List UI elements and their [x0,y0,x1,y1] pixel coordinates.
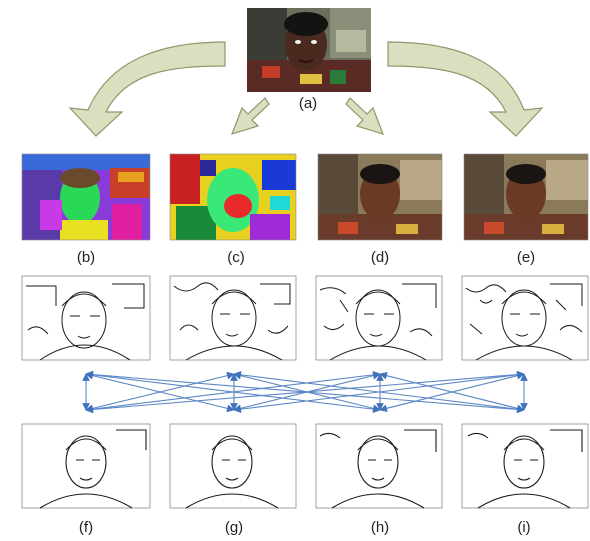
segmentation-e [463,153,589,241]
original-photo [247,8,371,92]
segmentation-c [169,153,297,241]
edge-map-i [461,423,589,509]
label-d: (d) [371,249,389,266]
label-f: (f) [79,519,93,536]
short-arrow-right [345,97,385,135]
label-i: (i) [517,519,530,536]
edge-map-c [169,275,297,361]
label-g: (g) [225,519,243,536]
edge-map-d [315,275,443,361]
segmentation-b [21,153,151,241]
edge-map-f [21,423,151,509]
label-e: (e) [517,249,535,266]
edge-map-b [21,275,151,361]
segmentation-d [317,153,443,241]
label-b: (b) [77,249,95,266]
edge-map-e [461,275,589,361]
short-arrow-left [230,97,270,135]
edge-map-g [169,423,297,509]
label-a: (a) [299,95,317,112]
curved-arrow-right [387,41,544,137]
connector-network [82,370,528,414]
curved-arrow-left [68,41,226,137]
label-h: (h) [371,519,389,536]
label-c: (c) [227,249,245,266]
edge-map-h [315,423,443,509]
